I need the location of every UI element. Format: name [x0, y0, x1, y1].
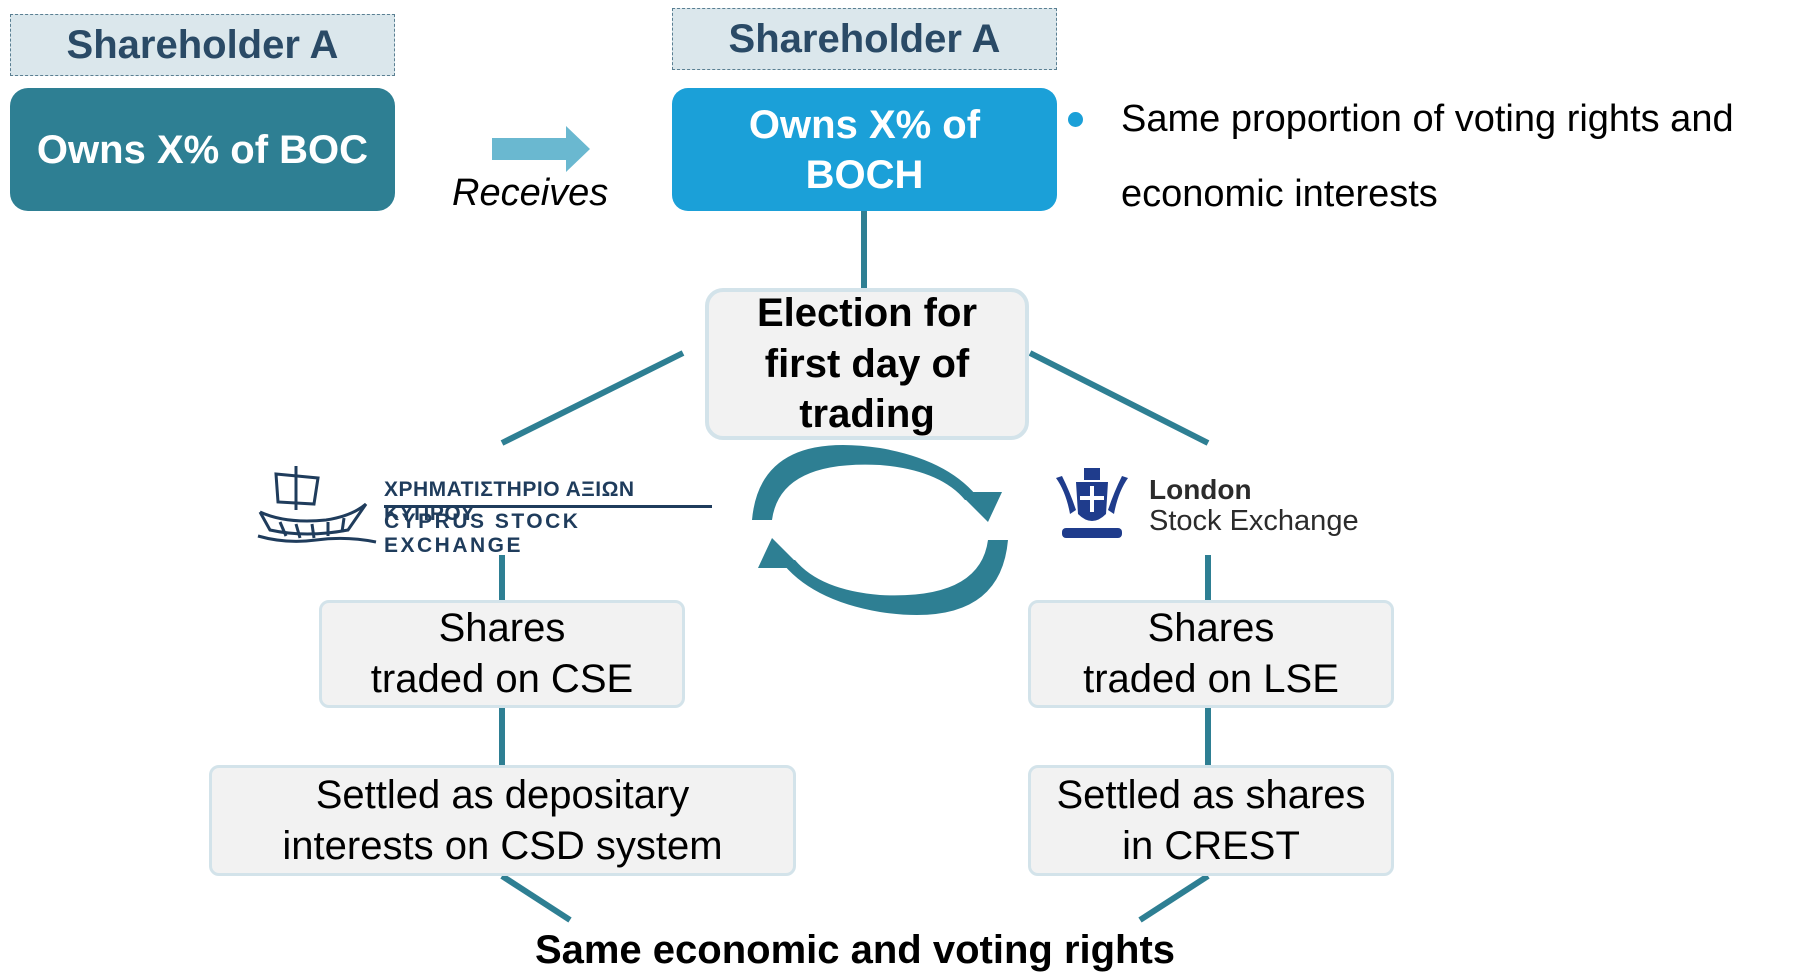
bullet-text-line2: economic interests [1121, 173, 1438, 215]
lse-settled-line2: in CREST [1122, 823, 1300, 868]
cse-name-english: CYPRUS STOCK EXCHANGE [384, 510, 581, 557]
cse-settled-line2: interests on CSD system [282, 823, 723, 868]
right-shareholder-text: Shareholder A [728, 16, 1001, 61]
right-owns-text-line1: Owns X% of [748, 102, 981, 147]
lse-traded-line1: Shares [1147, 606, 1275, 651]
lse-settled-box: Settled as shares in CREST [1028, 765, 1394, 876]
lse-traded-box: Shares traded on LSE [1028, 600, 1394, 708]
left-shareholder-label: Shareholder A [10, 14, 395, 76]
receives-label: Receives [452, 172, 609, 214]
right-shareholder-label: Shareholder A [672, 8, 1057, 70]
cse-settled-line1: Settled as depositary [315, 772, 690, 817]
cse-traded-box: Shares traded on CSE [319, 600, 685, 708]
cse-logo-divider [384, 505, 712, 508]
cse-name-greek: ΧΡΗΜΑΤΙΣΤΗΡΙΟ ΑΞΙΩΝ ΚΥΠΡΟΥ [384, 478, 635, 525]
cycle-arrows-icon [752, 445, 1008, 615]
bottom-title: Same economic and voting rights [534, 928, 1176, 972]
election-line2: first day of [764, 341, 970, 386]
right-owns-boch-box: Owns X% of BOCH [672, 88, 1057, 211]
bullet-text-line1: Same proportion of voting rights and [1121, 98, 1734, 140]
cse-traded-line1: Shares [438, 606, 566, 651]
election-box: Election for first day of trading [705, 288, 1029, 440]
connector-lse-to-bottom [1138, 873, 1210, 923]
lse-traded-line2: traded on LSE [1083, 657, 1339, 701]
receives-arrow-icon [492, 126, 590, 172]
cse-traded-line2: traded on CSE [370, 657, 634, 701]
lse-crest-logo-icon [1056, 468, 1128, 538]
bullet-point-icon [1068, 112, 1083, 127]
cse-settled-box: Settled as depositary interests on CSD s… [209, 765, 796, 876]
election-line3: trading [799, 392, 935, 437]
lse-settled-line1: Settled as shares [1056, 772, 1366, 817]
connector-cse-to-bottom [500, 873, 572, 923]
lse-name-line2: Stock Exchange [1149, 505, 1359, 537]
lse-name-line1: London [1149, 474, 1252, 505]
left-owns-text: Owns X% of BOC [36, 127, 369, 172]
connector-election-to-lse [1028, 350, 1210, 446]
election-line1: Election for [756, 290, 978, 335]
left-shareholder-text: Shareholder A [66, 22, 339, 67]
cse-ship-logo-icon [257, 466, 377, 544]
connector-election-to-cse [500, 350, 685, 446]
right-owns-text-line2: BOCH [805, 152, 924, 197]
left-owns-boc-box: Owns X% of BOC [10, 88, 395, 211]
bullet-text: Same proportion of voting rights and eco… [1121, 82, 1811, 232]
